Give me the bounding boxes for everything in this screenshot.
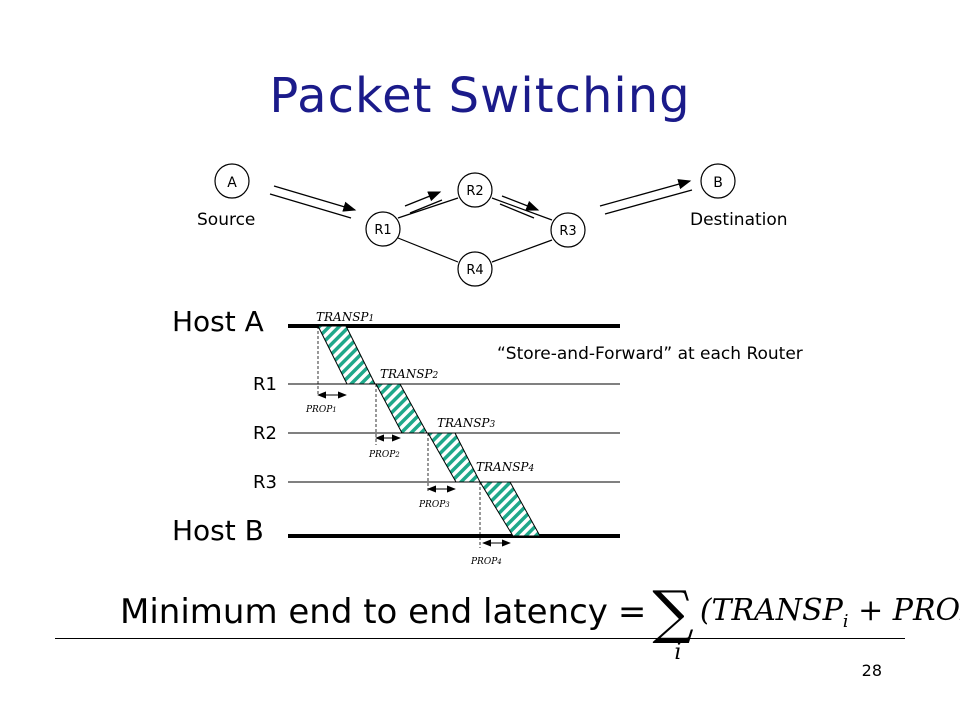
sum-symbol: ∑i	[652, 578, 694, 665]
destination-label: Destination	[690, 210, 788, 230]
transp-label-1: TRANSP1	[316, 310, 374, 324]
prop-label-4: PROP4	[470, 557, 502, 567]
flow-arrow	[269, 193, 352, 219]
prop-label-1: PROP1	[305, 405, 337, 415]
node-r2	[457, 172, 493, 208]
prop-label-2: PROP2	[368, 450, 400, 460]
source-label: Source	[197, 210, 255, 230]
page-number: 28	[861, 661, 882, 680]
flow-arrows	[269, 179, 693, 219]
r1-timeline-label: R1	[253, 374, 277, 395]
flow-arrow	[604, 189, 693, 215]
latency-formula: Minimum end to end latency = ∑i (TRANSPi…	[120, 578, 960, 665]
slide-title: Packet Switching	[269, 68, 691, 124]
sum-index: i	[674, 640, 682, 665]
flow-arrow	[404, 191, 442, 207]
flow-arrow	[499, 203, 535, 219]
flow-arrow	[599, 179, 692, 207]
transp-label-4: TRANSP4	[476, 460, 535, 474]
node-b	[700, 163, 736, 199]
r3-timeline-label: R3	[253, 472, 277, 493]
footer-rule	[55, 638, 905, 639]
node-a	[214, 163, 250, 199]
node-r3-label: R3	[559, 224, 576, 239]
transp-label-2: TRANSP2	[380, 367, 439, 381]
node-r4	[457, 251, 493, 287]
store-forward-note: “Store-and-Forward” at each Router	[497, 344, 803, 364]
node-r1	[365, 211, 401, 247]
prop-label-3: PROP3	[418, 500, 450, 510]
r2-timeline-label: R2	[253, 423, 277, 444]
link-r2-r3	[491, 197, 553, 221]
formula-label: Minimum end to end latency	[120, 592, 608, 632]
packet-hop-2	[375, 383, 428, 434]
network-links	[397, 197, 553, 263]
node-r2-label: R2	[466, 184, 483, 199]
formula-equals: =	[617, 592, 647, 632]
link-r4-r3	[491, 239, 553, 263]
flow-arrow	[501, 195, 540, 211]
transp-label-3: TRANSP3	[437, 416, 496, 430]
node-a-label: A	[227, 175, 237, 191]
host-a-label: Host A	[172, 305, 264, 338]
node-r4-label: R4	[466, 263, 483, 278]
node-r1-label: R1	[374, 223, 391, 238]
node-b-label: B	[713, 175, 723, 191]
packet-hop-1	[317, 325, 376, 385]
formula-expression: (TRANSPi + PROPi)	[699, 592, 960, 632]
link-r1-r2	[397, 197, 459, 219]
packet-hop-4	[479, 481, 541, 537]
packet-hop-3	[427, 432, 481, 483]
flow-arrow	[409, 199, 443, 214]
node-r3	[550, 212, 586, 248]
flow-arrow	[273, 185, 357, 212]
link-r1-r4	[397, 237, 459, 263]
host-b-label: Host B	[172, 514, 264, 547]
